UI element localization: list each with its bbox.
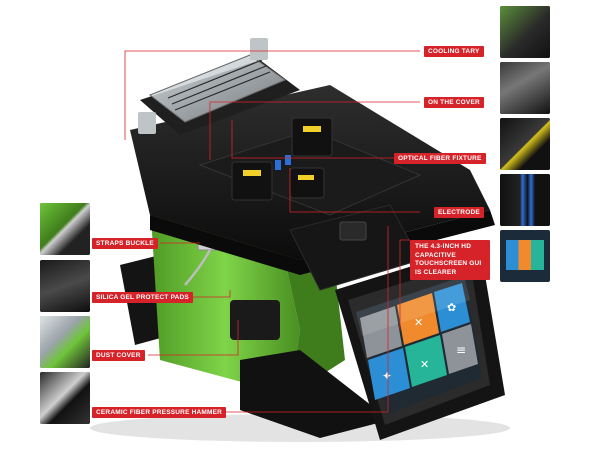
fiber-holder-right-label bbox=[303, 126, 321, 132]
tray-clamp-left bbox=[138, 112, 156, 134]
screen-glare bbox=[356, 276, 470, 336]
ceramic-hammer bbox=[339, 221, 367, 241]
settings-icon: ✿ bbox=[447, 301, 456, 314]
callout-optical-fiber-fixture: OPTICAL FIBER FIXTURE bbox=[394, 153, 486, 164]
screen-tile-document bbox=[442, 324, 478, 374]
thumb-dust-cover bbox=[40, 316, 90, 368]
screen-tile-layout bbox=[360, 306, 402, 358]
fiber-holder-right bbox=[291, 117, 333, 157]
front-base bbox=[240, 350, 390, 438]
screen-tile-settings bbox=[434, 283, 470, 332]
thumb-cover bbox=[500, 62, 550, 114]
power-icon: ✦ bbox=[382, 369, 392, 383]
callout-lines bbox=[124, 50, 420, 413]
cooling-fins bbox=[167, 59, 271, 111]
thumb-silica-pads bbox=[40, 260, 90, 312]
callout-on-the-cover: ON THE COVER bbox=[424, 97, 484, 108]
callout-touchscreen: THE 4.3-INCH HD CAPACITIVE TOUCHSCREEN G… bbox=[410, 240, 490, 280]
fiber-holder-front-label bbox=[298, 175, 314, 180]
fiber-holder-left bbox=[231, 161, 273, 201]
tools-icon: ✕ bbox=[414, 316, 423, 329]
thumb-touchscreen bbox=[500, 230, 550, 282]
screen-tile-tools2 bbox=[405, 335, 447, 387]
touchscreen: ≡ ✦ ✿ ✕ ✕ bbox=[356, 276, 482, 414]
callout-dust-cover: DUST COVER bbox=[92, 350, 145, 361]
fiber-holder-front bbox=[289, 167, 325, 199]
fiber-holder-left-label bbox=[243, 170, 261, 176]
tray-clamp-right bbox=[250, 38, 268, 60]
callout-straps-buckle: STRAPS BUCKLE bbox=[92, 238, 158, 249]
screen-tile-power bbox=[368, 348, 410, 400]
thumb-ceramic-hammer bbox=[40, 372, 90, 424]
electrode-left bbox=[275, 160, 281, 170]
dust-cover-panel bbox=[230, 300, 280, 340]
thumb-cooling-tray bbox=[500, 6, 550, 58]
electrode-right bbox=[285, 155, 291, 165]
camera-icon: ✕ bbox=[420, 358, 429, 371]
screen-tile-tools bbox=[397, 293, 439, 345]
callout-ceramic-hammer: CERAMIC FIBER PRESSURE HAMMER bbox=[92, 407, 227, 418]
thumb-electrode bbox=[500, 174, 550, 226]
callout-cooling-tary: COOLING TARY bbox=[424, 46, 484, 57]
strap-chain bbox=[184, 249, 212, 286]
callout-silica-gel-pads: SILICA GEL PROTECT PADS bbox=[92, 292, 193, 303]
callout-electrode: ELECTRODE bbox=[434, 207, 484, 218]
thumb-straps-buckle bbox=[40, 203, 90, 255]
document-icon: ≡ bbox=[456, 343, 466, 357]
thumb-fiber-fixture bbox=[500, 118, 550, 170]
